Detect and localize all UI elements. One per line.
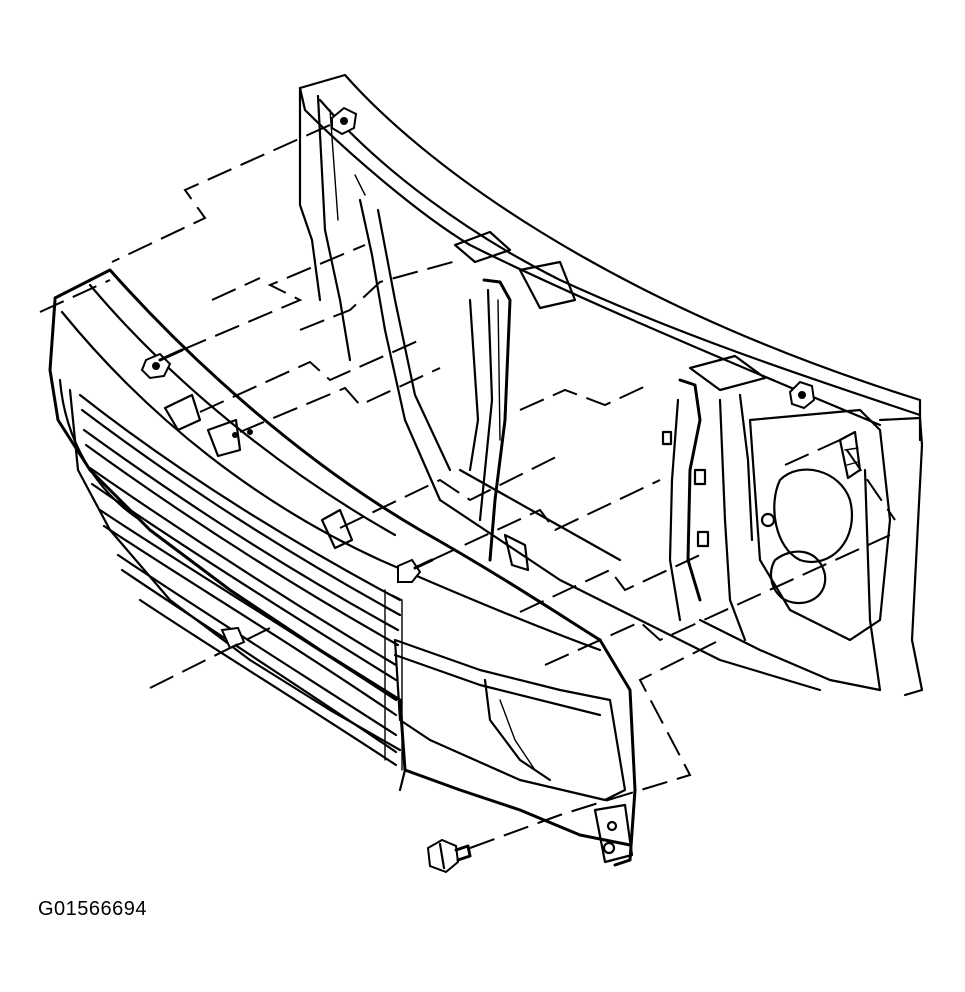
front-fascia xyxy=(48,268,637,867)
bolt xyxy=(426,838,472,874)
figure-id-label: G01566694 xyxy=(38,898,148,920)
alignment-leader-lines xyxy=(39,124,896,849)
radiator-support-frame xyxy=(298,73,924,697)
